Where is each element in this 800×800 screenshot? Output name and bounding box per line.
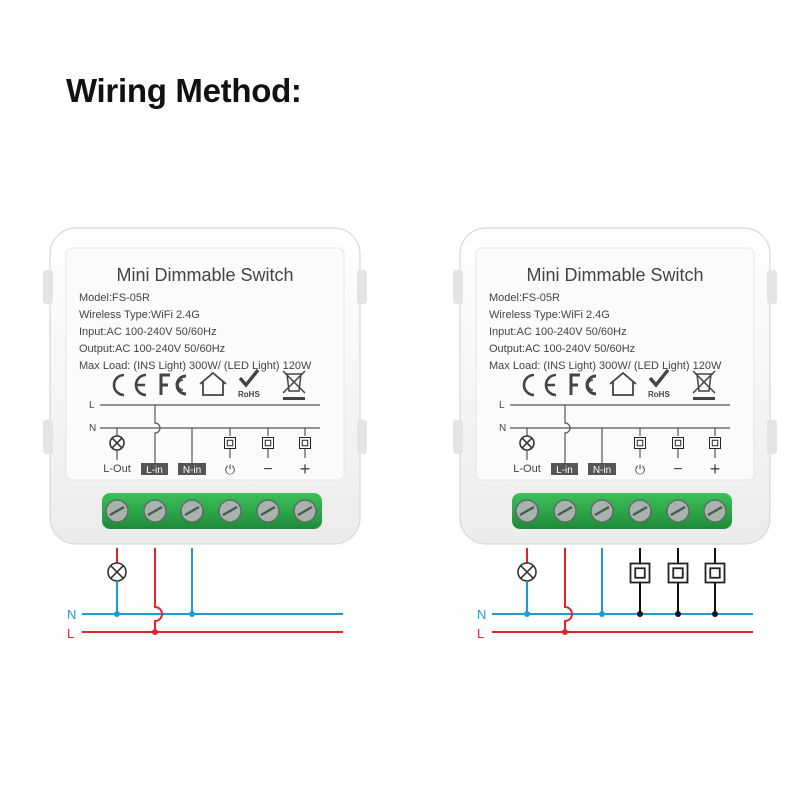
spec-max-load: Max Load: (INS Light) 300W/ (LED Light) …: [489, 360, 722, 372]
terminal-label-l-in: L-in: [556, 465, 573, 476]
label-panel: [475, 247, 755, 481]
junction-dot: [152, 629, 158, 635]
terminal-label-n-in: N-in: [183, 465, 201, 476]
schematic-l-in-wire: [154, 405, 161, 463]
side-tab: [767, 270, 777, 304]
device-title: Mini Dimmable Switch: [526, 265, 703, 285]
junction-dot: [637, 611, 643, 617]
junction-dot: [189, 611, 195, 617]
spec-output: Output:AC 100-240V 50/60Hz: [79, 343, 225, 355]
junction-dot: [675, 611, 681, 617]
junction-dot: [599, 611, 605, 617]
line-l-label: L: [89, 400, 95, 411]
terminal-label-box: [178, 463, 206, 475]
spec-wireless: Wireless Type:WiFi 2.4G: [489, 309, 610, 321]
ce-mark-icon: [112, 373, 147, 397]
line-l-label: L: [499, 400, 505, 411]
terminal-label-n-in: N-in: [593, 465, 611, 476]
power-symbol-icon: ⏻: [635, 462, 645, 477]
terminal-label-box: [141, 463, 168, 475]
external-wiring: NL: [67, 548, 343, 641]
l-line-label: L: [477, 626, 484, 641]
fcc-icon: [159, 373, 187, 396]
l-in-wire: [564, 548, 573, 632]
terminal-label-l-in: L-in: [146, 465, 163, 476]
spec-wireless: Wireless Type:WiFi 2.4G: [79, 309, 200, 321]
push-button-icon: [224, 437, 236, 449]
l-in-wire: [154, 548, 163, 632]
side-tab: [453, 420, 463, 454]
junction-dot: [712, 611, 718, 617]
junction-dot: [114, 611, 120, 617]
weee-bin-icon: [282, 370, 306, 400]
ce-mark-icon: [522, 373, 557, 397]
side-tab: [767, 420, 777, 454]
push-button-icon: [629, 562, 651, 584]
device-title: Mini Dimmable Switch: [116, 265, 293, 285]
terminal-label-l-out: L-Out: [513, 463, 541, 475]
terminal-label-box: [588, 463, 616, 475]
house-icon: [199, 371, 227, 396]
side-tab: [357, 420, 367, 454]
n-line-label: N: [477, 607, 486, 622]
push-button-icon: [672, 437, 684, 449]
side-tab: [43, 420, 53, 454]
spec-model: Model:FS-05R: [489, 292, 560, 304]
terminal-label-box: [551, 463, 578, 475]
lamp-icon: [109, 435, 125, 451]
external-wiring: NL: [477, 548, 753, 641]
rohs-label: RoHS: [648, 390, 670, 399]
terminal-label-plus: +: [300, 459, 311, 479]
push-button-icon: [262, 437, 274, 449]
junction-dot: [524, 611, 530, 617]
spec-model: Model:FS-05R: [79, 292, 150, 304]
push-button-icon: [667, 562, 689, 584]
push-button-icon: [709, 437, 721, 449]
terminal-label-minus: −: [673, 461, 682, 478]
power-symbol-icon: ⏻: [225, 462, 235, 477]
lamp-icon: [517, 562, 537, 582]
n-line-label: N: [67, 607, 76, 622]
terminal-label-plus: +: [710, 459, 721, 479]
weee-bin-icon: [692, 370, 716, 400]
spec-output: Output:AC 100-240V 50/60Hz: [489, 343, 635, 355]
spec-input: Input:AC 100-240V 50/60Hz: [79, 326, 217, 338]
terminal-block: [512, 493, 732, 529]
rohs-label: RoHS: [238, 390, 260, 399]
terminal-label-l-out: L-Out: [103, 463, 131, 475]
side-tab: [453, 270, 463, 304]
junction-dot: [562, 629, 568, 635]
l-line-label: L: [67, 626, 74, 641]
lamp-icon: [519, 435, 535, 451]
terminal-label-minus: −: [263, 461, 272, 478]
rohs-icon: RoHS: [648, 368, 670, 399]
terminal-block: [102, 493, 322, 529]
side-tab: [357, 270, 367, 304]
house-icon: [609, 371, 637, 396]
schematic-l-in-wire: [564, 405, 571, 463]
push-button-icon: [634, 437, 646, 449]
push-button-icon: [299, 437, 311, 449]
rohs-icon: RoHS: [238, 368, 260, 399]
spec-input: Input:AC 100-240V 50/60Hz: [489, 326, 627, 338]
label-panel: [65, 247, 345, 481]
push-button-icon: [704, 562, 726, 584]
side-tab: [43, 270, 53, 304]
line-n-label: N: [499, 423, 506, 434]
spec-max-load: Max Load: (INS Light) 300W/ (LED Light) …: [79, 360, 312, 372]
lamp-icon: [107, 562, 127, 582]
page-heading: Wiring Method:: [66, 72, 302, 109]
fcc-icon: [569, 373, 597, 396]
line-n-label: N: [89, 423, 96, 434]
